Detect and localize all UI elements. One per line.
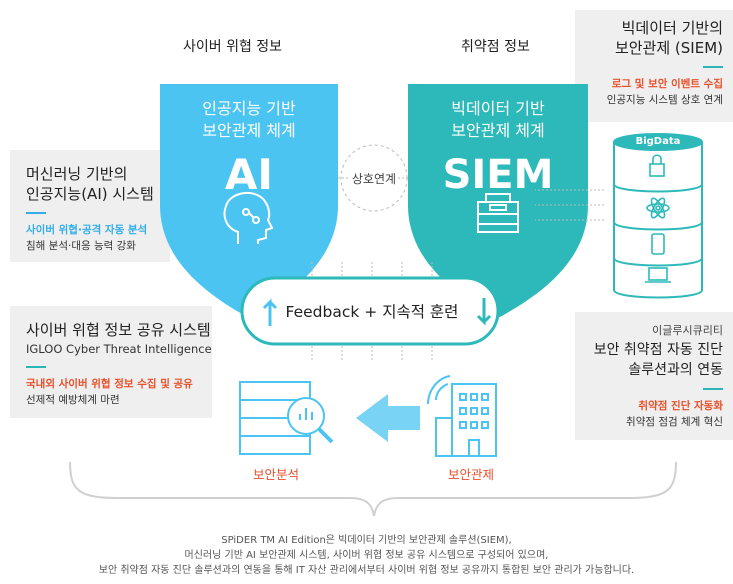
bottom-brace [69, 461, 677, 517]
archive-icon [477, 193, 519, 233]
siem-box-highlight: 로그 및 보안 이벤트 수집 [611, 78, 723, 90]
up-arrow-icon [262, 298, 278, 326]
bigdata-label: BigData [635, 136, 681, 147]
feedback-pill [240, 276, 500, 346]
vuln-box-company: 이글루시큐리티 [652, 324, 723, 337]
arrow-left-icon [356, 394, 420, 442]
siem-box-sub: 인공지능 시스템 상호 연계 [606, 94, 723, 106]
threat-info-label: 사이버 위협 정보 [183, 39, 283, 55]
vuln-info-label: 취약점 정보 [461, 39, 530, 55]
share-box-title: 사이버 위협 정보 공유 시스템 [26, 321, 211, 339]
caption-line-1: SPiDER TM AI Edition은 빅데이터 기반의 보안관제 솔루션(… [221, 535, 512, 546]
down-arrow-icon [476, 298, 492, 326]
feedback-label: Feedback + 지속적 훈련 [285, 303, 459, 321]
ai-line2: 보안관제 체계 [202, 121, 296, 140]
siem-big-label: SIEM [442, 152, 554, 198]
threat-share-box: 사이버 위협 정보 공유 시스템 IGLOO Cyber Threat Inte… [10, 306, 212, 418]
ai-shield-text: 인공지능 기반 보안관제 체계 AI [160, 98, 338, 202]
db-arrows [535, 189, 604, 221]
laptop-icon [645, 267, 671, 283]
share-box-subtitle: IGLOO Cyber Threat Intelligence [26, 342, 212, 356]
vuln-box-title-1: 보안 취약점 자동 진단 [593, 342, 723, 358]
bigdata-db-icon [613, 133, 703, 299]
ml-info-box: 머신러닝 기반의 인공지능(AI) 시스템 사이버 위협·공격 자동 분석 침해… [10, 150, 170, 262]
siem-line2: 보안관제 체계 [451, 121, 545, 140]
divider [26, 366, 46, 368]
vuln-link-box: 이글루시큐리티 보안 취약점 자동 진단 솔루션과의 연동 취약점 진단 자동화… [575, 312, 733, 440]
vuln-box-highlight: 취약점 진단 자동화 [638, 400, 723, 412]
vuln-box-title-2: 솔루션과의 연동 [628, 362, 723, 378]
caption-line-3: 보안 취약점 자동 진단 솔루션과의 연동을 통해 IT 자산 관리에서부터 사… [98, 565, 635, 576]
vertical-arrows [311, 262, 433, 362]
caption-line-2: 머신러닝 기반 AI 보안관제 시스템, 사이버 위협 정보 공유 시스템으로 … [184, 550, 549, 561]
monitoring-label: 보안관제 [448, 467, 495, 482]
divider [26, 212, 46, 214]
share-box-highlight: 국내외 사이버 위협 정보 수집 및 공유 [26, 378, 193, 390]
ml-box-title-2: 인공지능(AI) 시스템 [26, 185, 154, 203]
vuln-box-sub: 취약점 점검 체계 혁신 [626, 416, 723, 428]
ai-head-icon [223, 191, 274, 244]
mobile-icon [651, 233, 665, 255]
building-icon [427, 375, 497, 457]
analysis-label: 보안분석 [253, 467, 300, 482]
ai-shield [160, 84, 338, 318]
ml-box-title-1: 머신러닝 기반의 [26, 165, 128, 183]
atom-icon [646, 197, 670, 219]
ai-line1: 인공지능 기반 [202, 99, 296, 118]
siem-shield-text: 빅데이터 기반 보안관제 체계 SIEM [408, 98, 588, 202]
siem-line1: 빅데이터 기반 [451, 99, 545, 118]
divider [703, 66, 723, 68]
siem-box-title-1: 빅데이터 기반의 [621, 19, 723, 37]
ml-box-sub: 침해 분석·대응 능력 강화 [26, 240, 136, 252]
siem-info-box: 빅데이터 기반의 보안관제 (SIEM) 로그 및 보안 이벤트 수집 인공지능… [575, 10, 733, 122]
link-label: 상호연계 [351, 172, 397, 186]
siem-box-title-2: 보안관제 (SIEM) [614, 39, 723, 57]
ai-big-label: AI [224, 150, 274, 199]
server-magnifier-icon [239, 381, 334, 455]
divider [703, 388, 723, 390]
ml-box-highlight: 사이버 위협·공격 자동 분석 [26, 224, 148, 236]
lock-icon [649, 154, 665, 177]
share-box-sub: 선제적 예방체계 마련 [26, 394, 120, 406]
